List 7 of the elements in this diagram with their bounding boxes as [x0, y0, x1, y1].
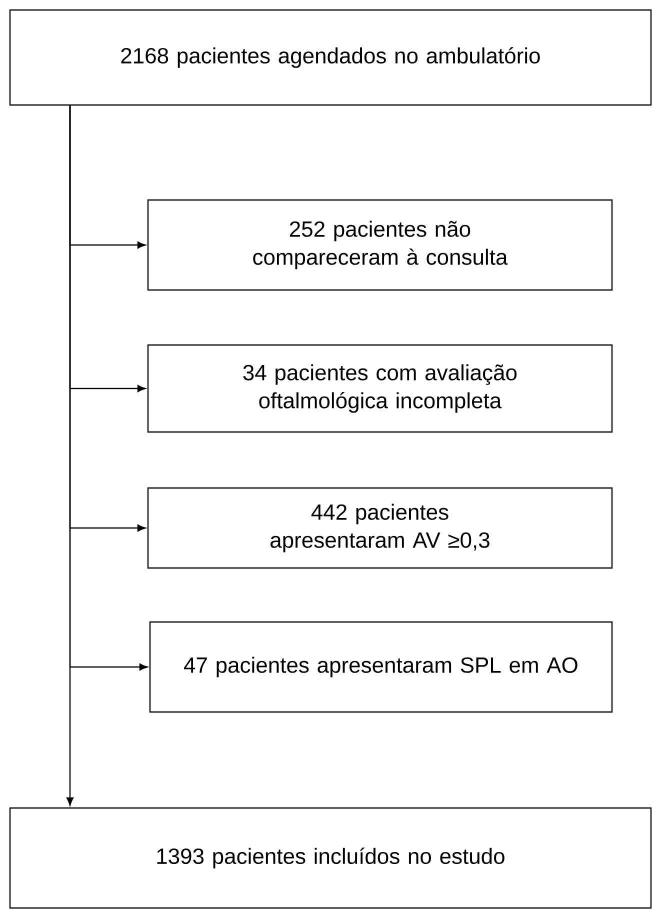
process-box: 47 pacientes apresentaram SPL em AO — [149, 621, 613, 713]
process-box: 252 pacientes não compareceram à consulta — [147, 199, 613, 291]
process-box: 442 pacientes apresentaram AV ≥0,3 — [147, 487, 613, 569]
arrow — [66, 106, 74, 806]
process-box: 2168 pacientes agendados no ambulatório — [9, 9, 652, 106]
process-box: 34 pacientes com avaliação oftalmológica incompleta — [147, 344, 613, 433]
process-box: 1393 pacientes incluídos no estudo — [9, 807, 652, 909]
